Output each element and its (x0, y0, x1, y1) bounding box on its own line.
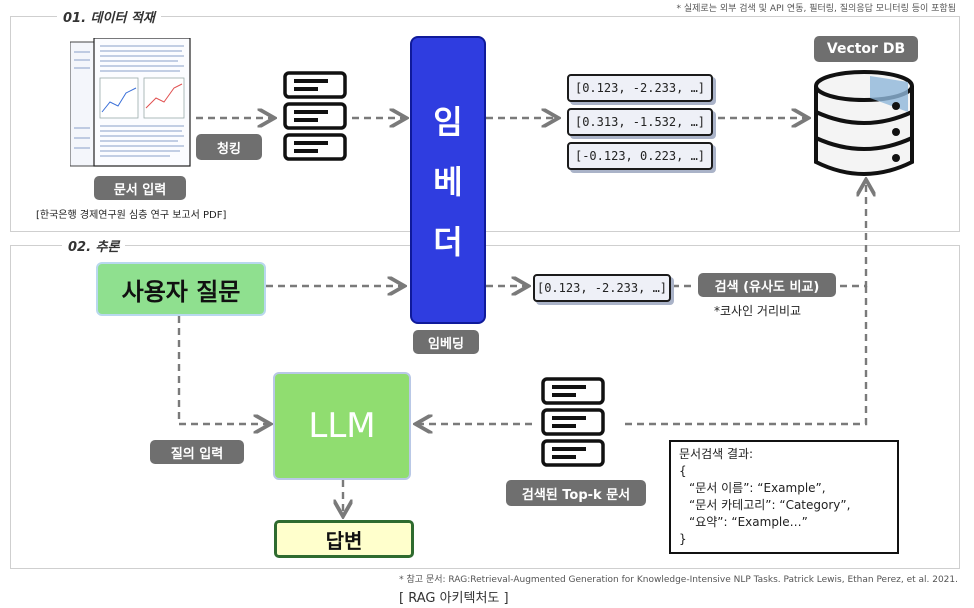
query-input-label: 질의 입력 (150, 440, 244, 464)
result-line-2: { (679, 464, 687, 478)
topk-label: 검색된 Top-k 문서 (506, 480, 646, 506)
result-line-3: “문서 이름”: “Example”, (689, 481, 826, 495)
document-caption: [한국은행 경제연구원 심층 연구 보고서 PDF] (36, 210, 227, 221)
vector-db-label: Vector DB (814, 36, 918, 62)
result-line-5: “요약”: “Example…” (689, 515, 808, 529)
answer-box: 답변 (274, 520, 414, 558)
figure-caption: [ RAG 아키텍처도 ] (399, 591, 509, 606)
document-thumbnail (70, 38, 192, 168)
result-line-4: “문서 카테고리”: “Category”, (689, 498, 851, 512)
arrow-db-to-topk (620, 286, 868, 426)
llm-box: LLM (273, 372, 411, 480)
collect-section-title: 01. 데이터 적재 (57, 7, 161, 26)
result-line-1: 문서검색 결과: (679, 447, 754, 461)
query-vector: [0.123, -2.233, …] (533, 274, 671, 302)
result-line-6: } (679, 532, 687, 546)
search-label: 검색 (유사도 비교) (698, 273, 836, 297)
vector-row-3: [-0.123, 0.223, …] (567, 142, 713, 170)
chunk-docs-icon (282, 70, 348, 162)
infer-section-title: 02. 추론 (62, 236, 126, 255)
arrow-query-to-llm (177, 316, 268, 424)
chunking-label: 청킹 (196, 134, 262, 160)
embedder-box: 임 베 더 (410, 36, 486, 324)
database-icon (812, 68, 916, 180)
document-input-label: 문서 입력 (94, 176, 186, 200)
embedder-char-3: 더 (433, 223, 463, 261)
search-note: *코사인 거리비교 (714, 304, 802, 318)
reference-note: * 참고 문서: RAG:Retrieval-Augmented Generat… (399, 575, 958, 585)
embedder-char-2: 베 (433, 163, 463, 201)
search-result-box: 문서검색 결과: { “문서 이름”: “Example”, “문서 카테고리”… (669, 440, 899, 554)
embedder-char-1: 임 (433, 103, 463, 141)
vector-row-1: [0.123, -2.233, …] (567, 74, 713, 102)
topk-docs-icon (540, 376, 606, 468)
header-note: * 실제로는 외부 검색 및 API 연동, 필터링, 질의응답 모니터링 등이… (676, 4, 957, 14)
arrow-search-to-db (840, 182, 866, 288)
user-query-box: 사용자 질문 (96, 262, 266, 316)
vector-row-2: [0.313, -1.532, …] (567, 108, 713, 136)
embedding-label: 임베딩 (413, 330, 479, 354)
